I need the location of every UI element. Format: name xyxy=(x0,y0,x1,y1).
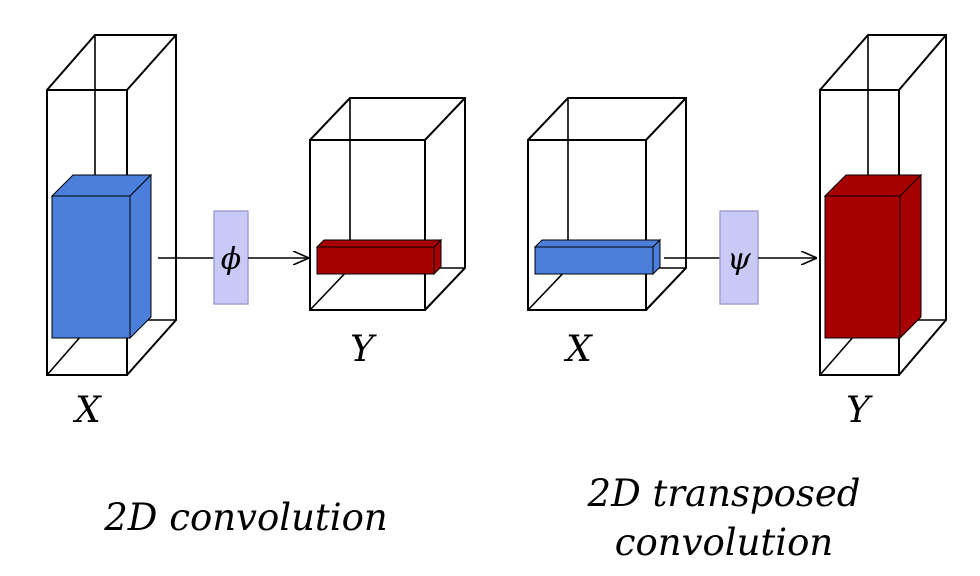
transposed-caption-line-1: 2D transposed xyxy=(587,472,861,515)
output-feature-slab xyxy=(315,238,443,276)
phi-symbol: ϕ xyxy=(221,242,241,277)
output-label-y: Y xyxy=(350,329,377,370)
input-label-x: X xyxy=(72,390,102,431)
transposed-convolution-panel: ψ X Y 2D transposed convolution xyxy=(527,34,947,564)
transposed-input-back-edges xyxy=(527,97,687,311)
psi-operator: ψ xyxy=(719,210,759,305)
psi-symbol: ψ xyxy=(727,242,751,277)
transposed-output-volume-y xyxy=(819,34,947,376)
transposed-output-label-y: Y xyxy=(846,390,873,431)
transposed-caption-line-2: convolution xyxy=(615,521,833,564)
output-volume-hidden-edges xyxy=(309,98,351,311)
transposed-input-label-x: X xyxy=(563,329,593,370)
convolution-caption: 2D convolution xyxy=(103,496,387,539)
output-volume-y xyxy=(309,97,466,311)
transposed-output-feature-block xyxy=(823,173,923,340)
transposed-input-hidden-edges xyxy=(527,98,569,311)
transposed-input-volume-x xyxy=(527,97,687,311)
convolution-panel: ϕ X Y 2D convolution xyxy=(46,34,466,539)
output-volume-front-face xyxy=(309,139,426,311)
transposed-input-feature-slab xyxy=(533,238,662,276)
phi-operator: ϕ xyxy=(213,210,249,305)
input-feature-block xyxy=(50,173,153,340)
transposed-input-front-face xyxy=(527,139,647,311)
input-volume-x xyxy=(46,34,177,376)
output-volume-back-edges xyxy=(309,97,466,311)
